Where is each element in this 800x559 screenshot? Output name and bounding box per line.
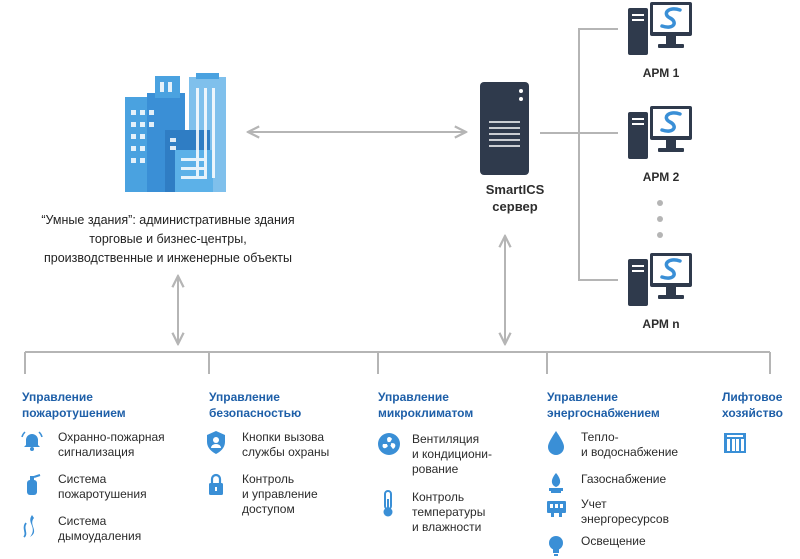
thermometer-icon [383, 490, 393, 517]
category-item: Освещение [581, 534, 646, 549]
category-title: Управление безопасностью [209, 389, 301, 421]
category-title-line: Управление [378, 390, 449, 404]
category-item-line: энергоресурсов [581, 512, 669, 526]
server-apm-link [540, 28, 618, 134]
lock-icon [209, 473, 223, 495]
category-item-line: сигнализация [58, 445, 135, 459]
category-item-line: и влажности [412, 520, 482, 534]
category-title-line: Управление [22, 390, 93, 404]
category-title-line: безопасностью [209, 406, 302, 420]
building-caption: “Умные здания”: административные здания т… [18, 211, 318, 268]
server-label-line: SmartICS [485, 182, 545, 197]
category-title-line: Лифтовое [722, 390, 783, 404]
server-label-line: сервер [492, 199, 538, 214]
meter-icon [547, 501, 566, 517]
category-item-line: и водоснабжение [581, 445, 679, 459]
category-title-line: микроклиматом [378, 406, 474, 420]
apmn-branch [578, 133, 618, 281]
security-shield-icon [207, 431, 225, 454]
category-item-line: Система [58, 472, 107, 486]
gas-flame-icon [549, 473, 563, 493]
category-item-line: Охранно-пожарная [58, 430, 165, 444]
category-item-line: и кондициони- [412, 447, 493, 461]
server-icon [480, 82, 529, 175]
category-title-line: пожаротушением [22, 406, 126, 420]
smoke-removal-icon [23, 515, 35, 538]
category-title-line: Управление [209, 390, 280, 404]
category-title-line: хозяйство [722, 406, 783, 420]
category-item-line: Система [58, 514, 107, 528]
building-caption-line: “Умные здания”: административные здания [41, 213, 295, 227]
category-item-line: Газоснабжение [581, 472, 667, 486]
workstation-icon [628, 253, 692, 306]
category-title-line: Управление [547, 390, 618, 404]
category-title: Лифтовое хозяйство [722, 389, 783, 421]
category-item-line: пожаротушения [58, 487, 147, 501]
category-item-line: Кнопки вызова [242, 430, 325, 444]
category-item-line: Освещение [581, 534, 646, 548]
fire-extinguisher-icon [27, 474, 41, 495]
alarm-bell-icon [21, 431, 43, 451]
server-label: SmartICS сервер [455, 181, 575, 215]
category-title: Управление пожаротушением [22, 389, 126, 421]
workstation-icon [628, 2, 692, 55]
category-item: Газоснабжение [581, 472, 666, 487]
workstation-label: АРМ 2 [642, 170, 680, 184]
fan-icon [378, 433, 400, 455]
category-title: Управление энергоснабжением [547, 389, 660, 421]
category-item-line: доступом [242, 502, 295, 516]
category-item-line: Контроль [242, 472, 295, 486]
connectors [24, 28, 771, 374]
category-item-line: службы охраны [242, 445, 330, 459]
ellipsis-dots [657, 200, 663, 238]
smart-building-icon [125, 73, 226, 192]
category-item-line: Тепло- [581, 430, 619, 444]
workstation-icon [628, 106, 692, 159]
category-item-line: рование [412, 462, 459, 476]
category-item-line: и управление [242, 487, 318, 501]
category-title-line: энергоснабжением [547, 406, 660, 420]
category-item: Тепло-и водоснабжение [581, 430, 678, 460]
lightbulb-icon [549, 536, 563, 556]
workstation-label: АРМ 1 [642, 66, 680, 80]
category-item-line: дымоудаления [58, 529, 142, 543]
water-drop-icon [548, 431, 564, 455]
category-item-line: температуры [412, 505, 486, 519]
workstation-label: АРМ n [642, 317, 680, 331]
building-caption-line: торговые и бизнес-центры, [89, 232, 247, 246]
category-item-line: Контроль [412, 490, 465, 504]
building-caption-line: производственные и инженерные объекты [43, 251, 293, 265]
elevator-icon [724, 433, 746, 453]
category-item-line: Вентиляция [412, 432, 480, 446]
category-title: Управление микроклиматом [378, 389, 473, 421]
category-item-line: Учет [581, 497, 607, 511]
